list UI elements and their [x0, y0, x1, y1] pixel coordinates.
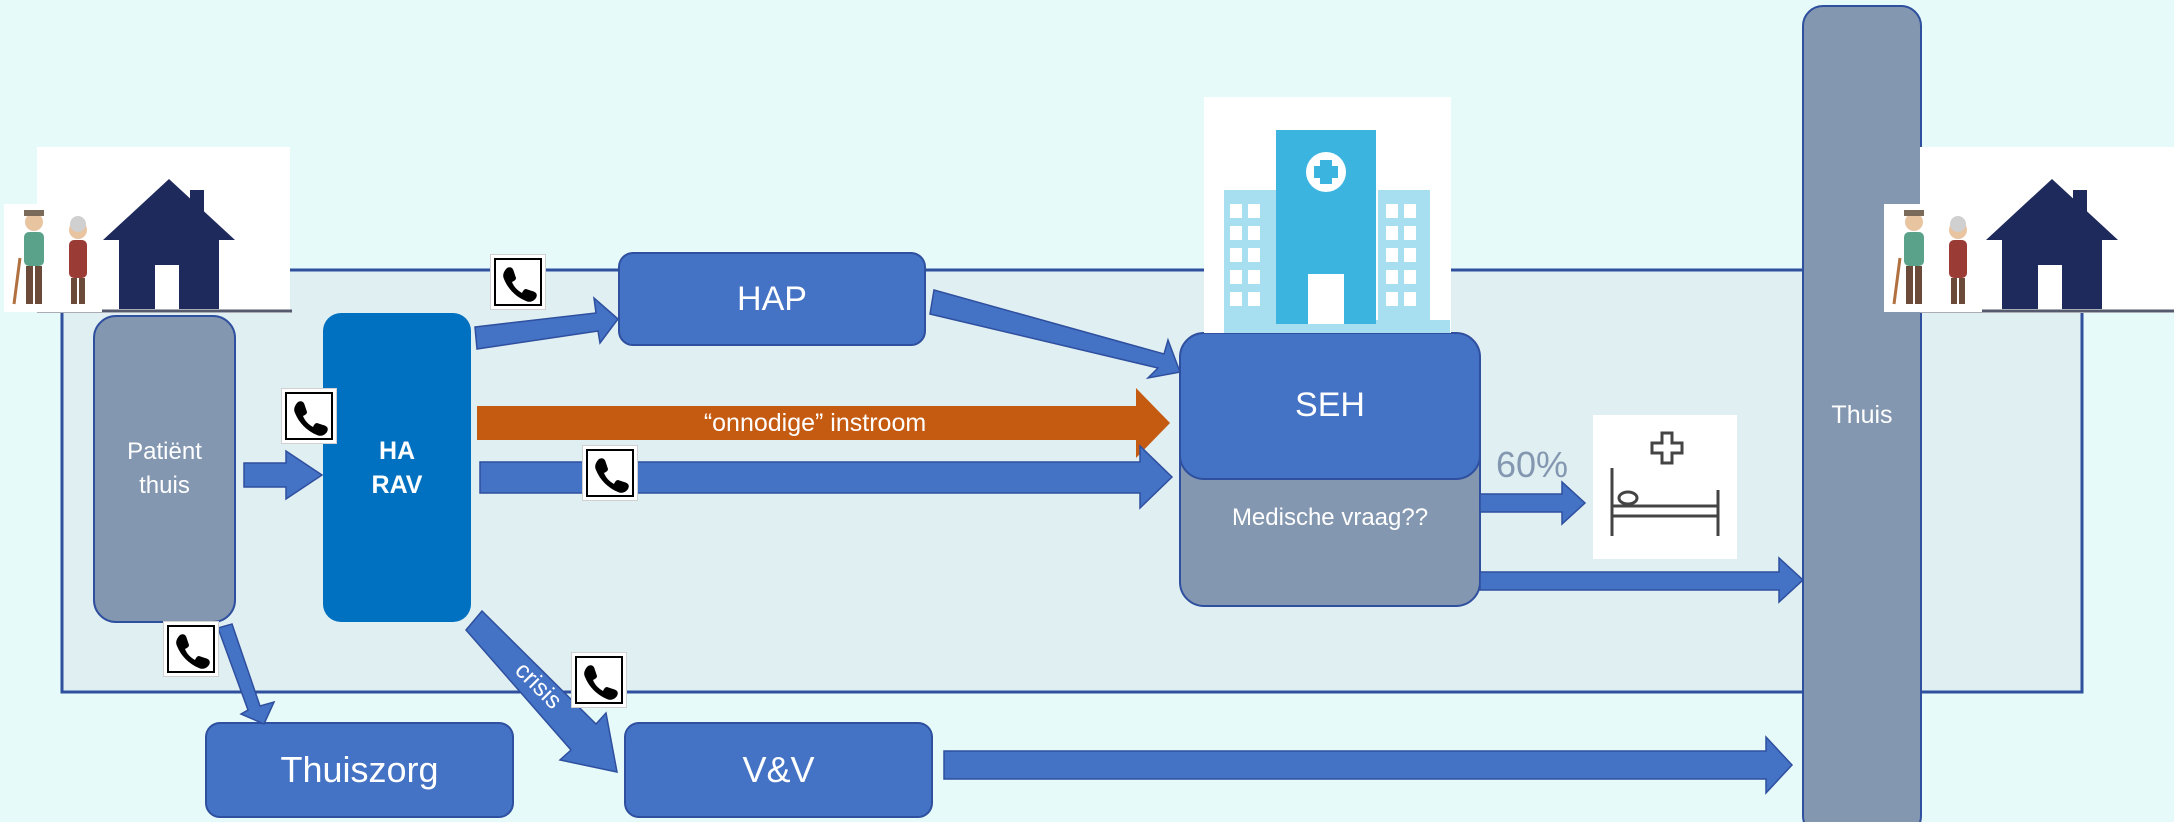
- phone-icon: [571, 652, 627, 708]
- arrow-patient-to-ha: [243, 449, 324, 501]
- percentage-label: 60%: [1495, 444, 1569, 485]
- onnodige-instroom-label: “onnodige” instroom: [703, 408, 927, 437]
- arrow-patient-to-thuiszorg: [217, 623, 276, 725]
- arrow-hap-to-seh: [929, 289, 1182, 380]
- vv-label: V&V: [742, 749, 815, 790]
- phone-icon: [582, 445, 638, 501]
- patient-home-label: Patiënt thuis: [127, 438, 202, 499]
- seh-label: SEH: [1295, 385, 1365, 424]
- ha-rav-box: [323, 313, 471, 622]
- thuis-label: Thuis: [1831, 400, 1893, 429]
- arrow-seh-to-bed: [1479, 480, 1587, 526]
- elderly-couple-right-icon: [1884, 204, 1982, 312]
- hap-box: [618, 252, 926, 346]
- ha-rav-label: HA RAV: [371, 436, 423, 499]
- thuiszorg-box: [205, 722, 514, 818]
- arrow-ha-to-hap: [474, 296, 620, 350]
- medische-vraag-label: Medische vraag??: [1231, 504, 1429, 531]
- arrow-ha-to-vv-crisis: [465, 609, 618, 773]
- arrow-vv-to-thuis: [943, 735, 1794, 795]
- vv-box: [624, 722, 933, 818]
- phone-icon: [163, 621, 219, 677]
- elderly-couple-left-icon: [4, 204, 102, 312]
- hospital-icon: [1204, 97, 1451, 333]
- hap-label: HAP: [737, 279, 807, 318]
- thuiszorg-label: Thuiszorg: [280, 749, 439, 790]
- phone-icon: [490, 254, 546, 310]
- arrow-seh-to-thuis: [1479, 556, 1805, 604]
- arrow-onnodige-instroom: [477, 388, 1170, 458]
- hospital-bed-icon: [1593, 415, 1737, 559]
- phone-icon: [281, 388, 337, 444]
